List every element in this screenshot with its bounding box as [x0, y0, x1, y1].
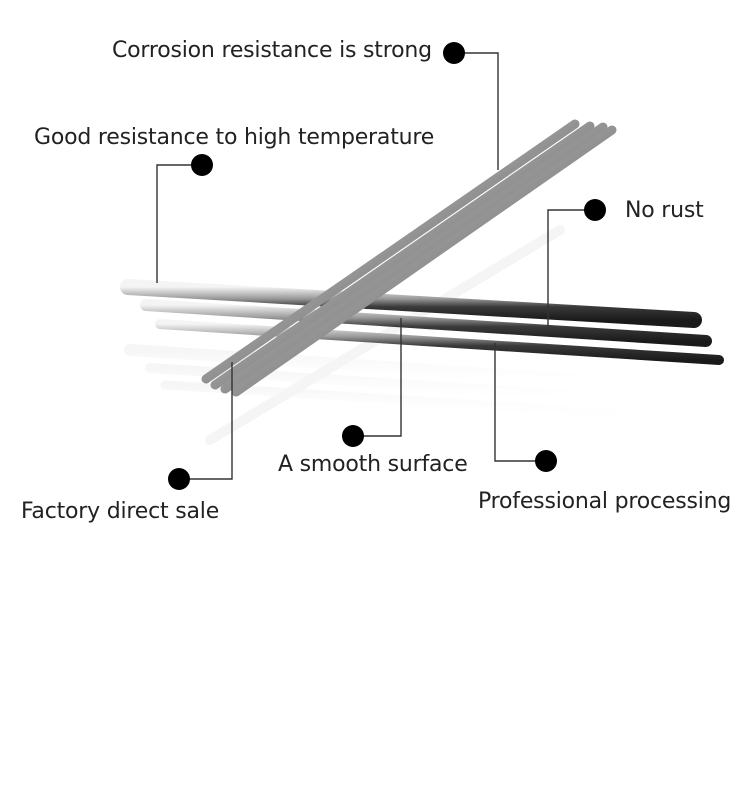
rod-diagonal-2	[210, 121, 595, 390]
rod-diagonal-1	[201, 119, 580, 384]
leader-lines	[156, 52, 595, 480]
leader-line-factory	[179, 362, 233, 480]
leader-line-corrosion	[454, 52, 499, 170]
leader-line-smooth	[353, 318, 402, 437]
label-high-temperature: Good resistance to high temperature	[34, 125, 435, 150]
leader-line-processing	[494, 343, 546, 462]
diagonal-rods	[201, 119, 617, 397]
rod-horizontal-1	[120, 279, 702, 328]
label-professional-processing: Professional processing	[478, 489, 732, 514]
callout-dots	[168, 42, 606, 490]
horizontal-rods	[120, 279, 724, 365]
dot-processing	[535, 450, 557, 472]
dot-no-rust	[584, 199, 606, 221]
dot-smooth	[342, 425, 364, 447]
dot-high-temp	[191, 154, 213, 176]
label-smooth-surface: A smooth surface	[278, 452, 468, 477]
dot-corrosion	[443, 42, 465, 64]
rod-horizontal-2	[140, 299, 712, 347]
label-no-rust: No rust	[625, 198, 704, 223]
leader-line-high-temp	[156, 164, 202, 283]
dot-factory	[168, 468, 190, 490]
leader-line-no-rust	[547, 209, 595, 327]
label-corrosion-resistance: Corrosion resistance is strong	[112, 38, 432, 63]
label-factory-direct-sale: Factory direct sale	[21, 499, 220, 524]
rod-horizontal-3	[155, 319, 724, 365]
rod-diagonal-3	[220, 122, 608, 394]
rod-diagonal-4	[231, 125, 617, 397]
